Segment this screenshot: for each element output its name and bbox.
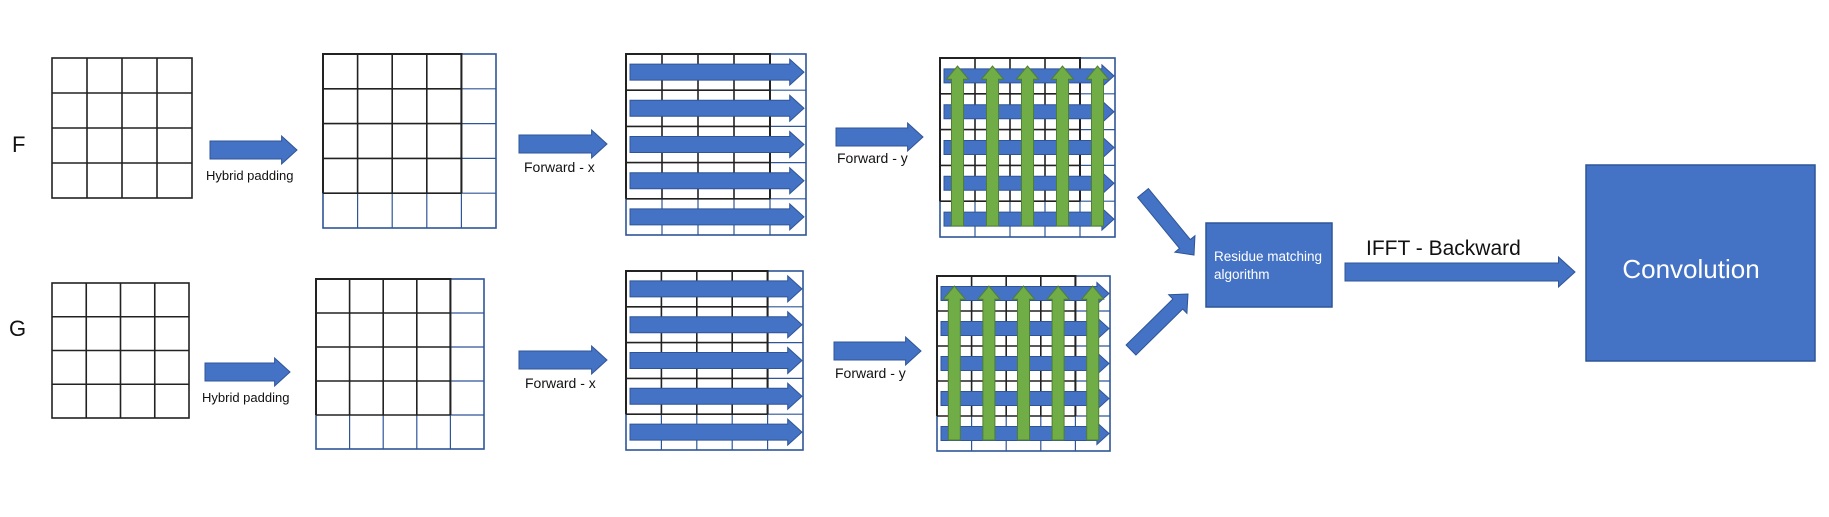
row-arrow: [629, 382, 803, 411]
forward-x-label-g: Forward - x: [525, 375, 596, 391]
grid-border: [625, 53, 771, 199]
diagonal-arrow: [1125, 293, 1189, 356]
forward-y-arrow-f: [835, 121, 924, 153]
padding-label-f: Hybrid padding: [206, 168, 293, 183]
row-arrow: [629, 130, 805, 159]
column-arrow: [1080, 285, 1105, 441]
row-label-g: G: [9, 316, 26, 341]
column-arrow: [1015, 65, 1040, 227]
column-arrow: [1011, 285, 1036, 441]
forward-y-arrow-g: [833, 335, 922, 367]
row-arrow: [629, 202, 805, 232]
padding-arrow-f: [209, 134, 298, 166]
grid-border: [322, 53, 497, 229]
diag-arrow-f: [1136, 187, 1196, 256]
grid-border: [625, 270, 769, 415]
grid-f-padded: [322, 53, 497, 229]
block-arrow: [209, 134, 298, 166]
row-arrow: [629, 417, 803, 447]
forward-y-label-f: Forward - y: [837, 150, 908, 166]
padding-arrow-g: [204, 356, 291, 388]
fy-col-arrows-f: [945, 65, 1110, 227]
row-f: F Hybrid padding Forward - x Forward - y: [12, 53, 1196, 256]
forward-x-arrow-f: [518, 128, 608, 160]
fy-col-arrows-g: [942, 285, 1105, 441]
grid-g-original: [51, 282, 190, 419]
grid-border: [322, 53, 463, 194]
grid-border: [939, 57, 1081, 202]
diag-arrow-g: [1125, 293, 1189, 356]
residue-matching-box: Residue matching algorithm: [1205, 222, 1333, 308]
row-arrow: [629, 310, 803, 339]
convolution-label: Convolution: [1622, 254, 1759, 284]
column-arrow: [942, 285, 967, 441]
block-arrow: [204, 356, 291, 388]
forward-x-arrow-g: [518, 344, 608, 376]
block-arrow: [518, 128, 608, 160]
row-label-f: F: [12, 132, 25, 157]
column-arrow: [1046, 285, 1071, 441]
diagonal-arrow-shape: [1136, 187, 1196, 256]
row-arrow: [629, 94, 805, 123]
grid-border: [315, 278, 452, 415]
grid-border: [315, 278, 485, 450]
block-arrow: [518, 344, 608, 376]
row-g: G Hybrid padding Forward - x Forward - y: [9, 270, 1189, 452]
residue-label-line1: Residue matching: [1214, 249, 1322, 264]
column-arrow: [1085, 65, 1110, 227]
row-arrow: [629, 166, 805, 195]
ifft-backward-arrow: [1344, 255, 1576, 289]
block-arrow: [833, 335, 922, 367]
column-arrow: [1050, 65, 1075, 227]
fx-arrows-g: [629, 274, 803, 447]
diagonal-arrow: [1136, 187, 1196, 256]
column-arrow: [976, 285, 1001, 441]
forward-x-label-f: Forward - x: [524, 159, 595, 175]
row-arrow: [629, 57, 805, 87]
forward-y-label-g: Forward - y: [835, 365, 906, 381]
row-arrow: [629, 346, 803, 375]
row-arrow: [629, 274, 803, 304]
block-arrow: [835, 121, 924, 153]
padding-label-g: Hybrid padding: [202, 390, 289, 405]
ifft-backward-label: IFFT - Backward: [1366, 237, 1521, 260]
block-arrow: [1344, 255, 1576, 289]
column-arrow: [945, 65, 970, 227]
diagonal-arrow-shape: [1125, 293, 1189, 356]
residue-label-line2: algorithm: [1214, 267, 1270, 282]
grid-g-padded: [315, 278, 485, 450]
grid-f-original: [51, 57, 193, 199]
grid-border: [936, 275, 1077, 416]
convolution-box: Convolution: [1585, 164, 1816, 362]
column-arrow: [980, 65, 1005, 227]
fx-arrows-f: [629, 57, 805, 232]
